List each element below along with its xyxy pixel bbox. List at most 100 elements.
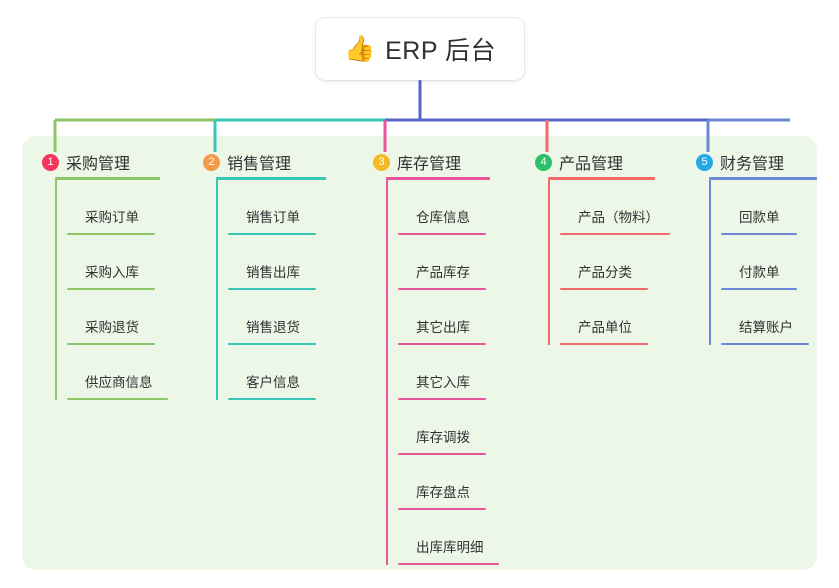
branch-item-rule (721, 288, 797, 290)
branch-item[interactable]: 库存调拨 (398, 400, 490, 455)
branch-header-rule (386, 177, 490, 180)
branch-header-rule (709, 177, 817, 180)
branch-item-label: 销售退货 (246, 320, 300, 335)
branch-item[interactable]: 供应商信息 (67, 345, 168, 400)
root-title: ERP 后台 (385, 37, 497, 65)
branch-item[interactable]: 回款单 (721, 180, 817, 235)
branch-item-label: 供应商信息 (85, 375, 153, 390)
branch-header-5[interactable]: 5 财务管理 (696, 150, 817, 174)
branch-item[interactable]: 产品分类 (560, 235, 655, 290)
branch-item-rule (228, 343, 316, 345)
branch-item-label: 采购退货 (85, 320, 139, 335)
branch-item[interactable]: 销售退货 (228, 290, 326, 345)
branch-item[interactable]: 其它入库 (398, 345, 490, 400)
branch-item-label: 仓库信息 (416, 210, 470, 225)
branch-item-rule (228, 288, 316, 290)
branch-column-4: 4 产品管理产品（物料） 产品分类产品单位 (535, 150, 670, 345)
branch-item[interactable]: 其它出库 (398, 290, 490, 345)
branch-item[interactable]: 客户信息 (228, 345, 326, 400)
branch-item[interactable]: 结算账户 (721, 290, 817, 345)
branch-item-label: 回款单 (739, 210, 780, 225)
branch-item[interactable]: 销售订单 (228, 180, 326, 235)
branch-item-label: 销售订单 (246, 210, 300, 225)
branch-item-label: 出库库明细 (416, 540, 484, 555)
branch-title: 产品管理 (559, 156, 624, 173)
branch-item[interactable]: 库存盘点 (398, 455, 490, 510)
branch-item-label: 库存调拨 (416, 430, 470, 445)
branch-column-2: 2 销售管理销售订单销售出库销售退货客户信息 (203, 150, 326, 400)
branch-item-rule (721, 343, 809, 345)
branch-number-badge: 3 (373, 153, 390, 171)
branch-item-rule (228, 398, 316, 400)
branch-column-1: 1 采购管理采购订单采购入库采购退货供应商信息 (42, 150, 168, 400)
branch-item-label: 产品分类 (578, 265, 632, 280)
branch-number-badge: 4 (535, 153, 552, 171)
branch-item[interactable]: 采购订单 (67, 180, 160, 235)
branch-item-rule (398, 398, 486, 400)
branch-item-label: 其它出库 (416, 320, 470, 335)
branch-item-label: 库存盘点 (416, 485, 470, 500)
branch-item-label: 采购订单 (85, 210, 139, 225)
branch-header-4[interactable]: 4 产品管理 (535, 150, 655, 174)
branch-item-label: 结算账户 (739, 320, 793, 335)
branch-item-rule (398, 343, 486, 345)
branch-header-2[interactable]: 2 销售管理 (203, 150, 326, 174)
branch-item-rule (67, 233, 155, 235)
branch-header-rule (216, 177, 326, 180)
branch-title: 财务管理 (720, 156, 785, 173)
branch-item-label: 付款单 (739, 265, 780, 280)
branch-item-label: 采购入库 (85, 265, 139, 280)
branch-header-rule (55, 177, 160, 180)
branch-item[interactable]: 出库库明细 (398, 510, 499, 565)
branch-title: 采购管理 (66, 156, 131, 173)
branches-panel (22, 136, 817, 570)
branch-spine (709, 180, 711, 345)
branch-spine (216, 180, 218, 400)
branch-item-rule (560, 233, 670, 235)
branch-items: 采购订单采购入库采购退货供应商信息 (55, 180, 168, 400)
branch-item-label: 产品（物料） (578, 210, 659, 225)
branch-title: 库存管理 (397, 156, 462, 173)
branch-item-rule (228, 233, 316, 235)
branch-item-rule (67, 343, 155, 345)
branch-items: 仓库信息产品库存其它出库其它入库库存调拨库存盘点出库库明细 (386, 180, 499, 565)
branch-item[interactable]: 产品单位 (560, 290, 655, 345)
branch-item-rule (398, 508, 486, 510)
branch-item-rule (560, 343, 648, 345)
branch-column-5: 5 财务管理回款单付款单结算账户 (696, 150, 817, 345)
branch-item[interactable]: 销售出库 (228, 235, 326, 290)
branch-number-badge: 2 (203, 153, 220, 171)
branch-item[interactable]: 付款单 (721, 235, 817, 290)
branch-column-3: 3 库存管理仓库信息产品库存其它出库其它入库库存调拨库存盘点出库库明细 (373, 150, 499, 565)
branch-item-rule (721, 233, 797, 235)
branch-items: 销售订单销售出库销售退货客户信息 (216, 180, 326, 400)
branch-item-label: 客户信息 (246, 375, 300, 390)
root-node[interactable]: 👍 ERP 后台 (316, 18, 524, 80)
branch-number-badge: 5 (696, 153, 713, 171)
branch-item[interactable]: 仓库信息 (398, 180, 490, 235)
branch-number-badge: 1 (42, 153, 59, 171)
branch-header-rule (548, 177, 655, 180)
branch-item-label: 产品库存 (416, 265, 470, 280)
branch-item-rule (560, 288, 648, 290)
branch-spine (548, 180, 550, 345)
branch-item[interactable]: 采购退货 (67, 290, 160, 345)
branch-title: 销售管理 (227, 156, 292, 173)
branch-item-label: 其它入库 (416, 375, 470, 390)
branch-item-rule (398, 233, 486, 235)
branch-spine (55, 180, 57, 400)
branch-item[interactable]: 产品库存 (398, 235, 490, 290)
thumbs-up-icon: 👍 (343, 34, 376, 63)
branch-item-rule (67, 288, 155, 290)
branch-items: 产品（物料） 产品分类产品单位 (548, 180, 670, 345)
branch-item[interactable]: 采购入库 (67, 235, 160, 290)
branch-header-3[interactable]: 3 库存管理 (373, 150, 490, 174)
branch-items: 回款单付款单结算账户 (709, 180, 817, 345)
branch-item-rule (67, 398, 168, 400)
branch-header-1[interactable]: 1 采购管理 (42, 150, 160, 174)
branch-item-rule (398, 563, 499, 565)
branch-item-rule (398, 453, 486, 455)
branch-item-rule (398, 288, 486, 290)
branch-item[interactable]: 产品（物料） (560, 180, 670, 235)
